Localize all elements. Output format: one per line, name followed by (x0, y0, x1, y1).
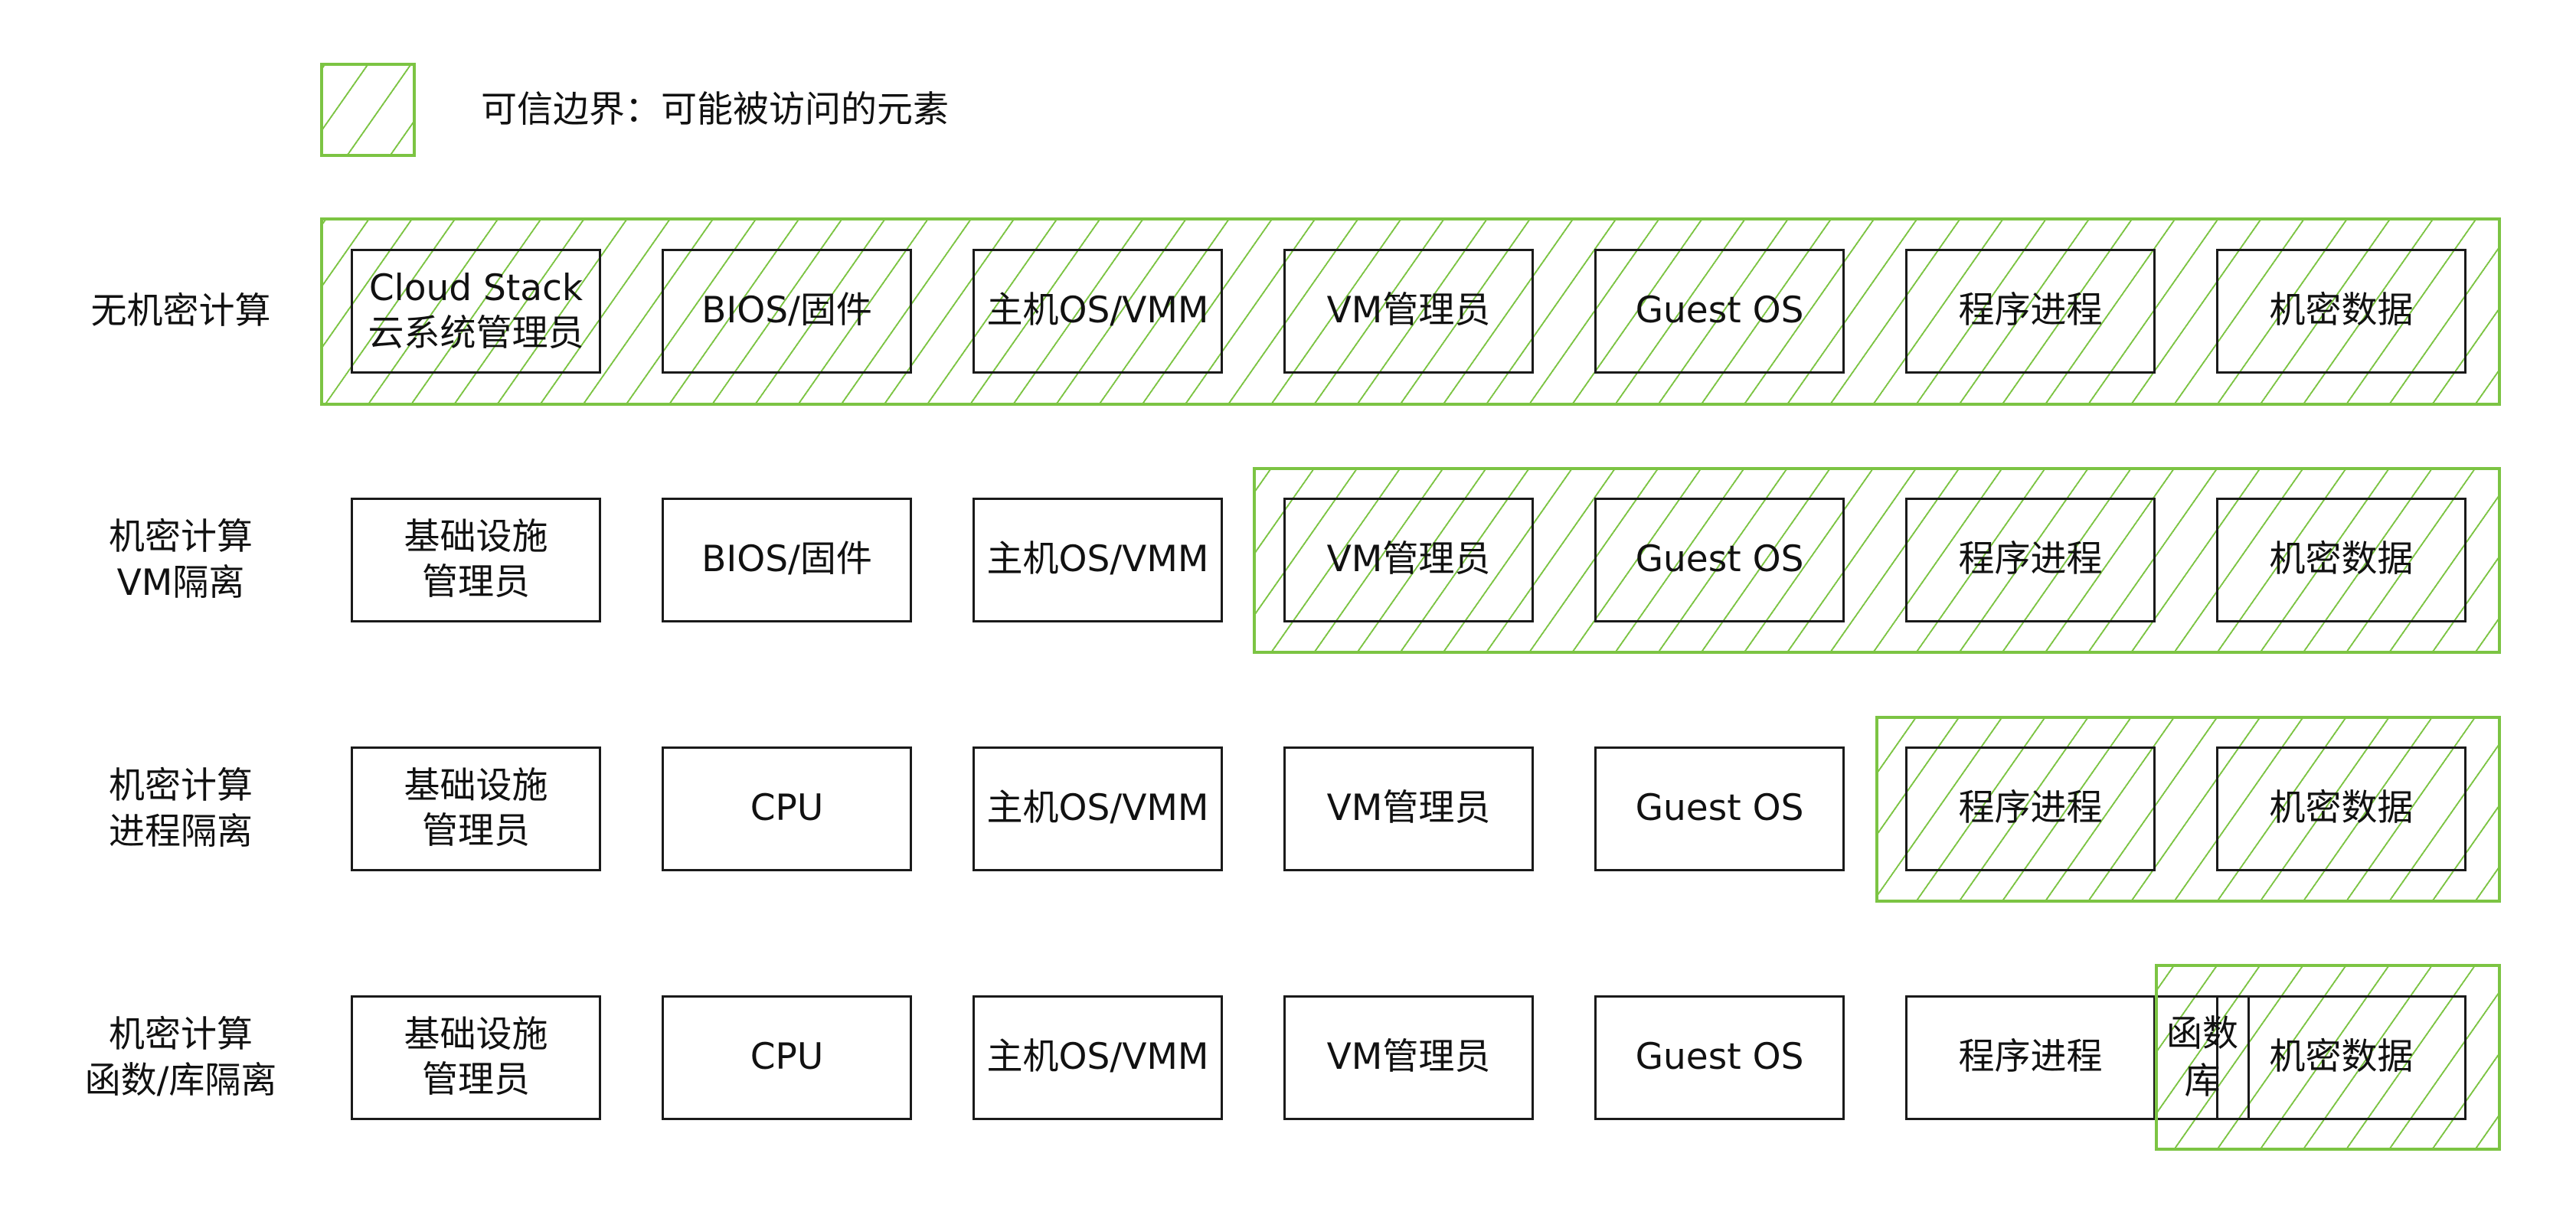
component-box: Guest OS (1594, 249, 1845, 374)
component-box: CPU (662, 995, 912, 1120)
component-box: 主机OS/VMM (973, 995, 1223, 1120)
component-box: CPU (662, 746, 912, 871)
component-box: 程序进程 (1905, 249, 2156, 374)
component-box: 基础设施 管理员 (351, 746, 601, 871)
component-box: 主机OS/VMM (973, 498, 1223, 622)
component-box: BIOS/固件 (662, 498, 912, 622)
legend-label: 可信边界：可能被访问的元素 (481, 89, 949, 131)
function-library-box: 函数 库 (2155, 995, 2250, 1120)
component-box: 机密数据 (2216, 498, 2466, 622)
component-box: 机密数据 (2216, 995, 2466, 1120)
component-box: 程序进程 (1905, 746, 2156, 871)
component-box: 程序进程 (1905, 995, 2156, 1120)
row-label: 机密计算 VM隔离 (109, 515, 253, 604)
component-box: VM管理员 (1283, 746, 1534, 871)
component-box: 机密数据 (2216, 249, 2466, 374)
component-box: 机密数据 (2216, 746, 2466, 871)
component-box: VM管理员 (1283, 249, 1534, 374)
component-box: Guest OS (1594, 498, 1845, 622)
component-box: BIOS/固件 (662, 249, 912, 374)
component-box: 主机OS/VMM (973, 249, 1223, 374)
component-box: Guest OS (1594, 746, 1845, 871)
row-label: 机密计算 函数/库隔离 (84, 1013, 277, 1102)
component-box: 程序进程 (1905, 498, 2156, 622)
component-box: VM管理员 (1283, 995, 1534, 1120)
component-box: Guest OS (1594, 995, 1845, 1120)
component-box: VM管理员 (1283, 498, 1534, 622)
component-box: 基础设施 管理员 (351, 995, 601, 1120)
component-box: 主机OS/VMM (973, 746, 1223, 871)
component-box: 基础设施 管理员 (351, 498, 601, 622)
row-label: 机密计算 进程隔离 (109, 764, 253, 853)
row-label: 无机密计算 (90, 289, 271, 332)
legend-swatch (320, 63, 416, 157)
component-box: Cloud Stack 云系统管理员 (351, 249, 601, 374)
